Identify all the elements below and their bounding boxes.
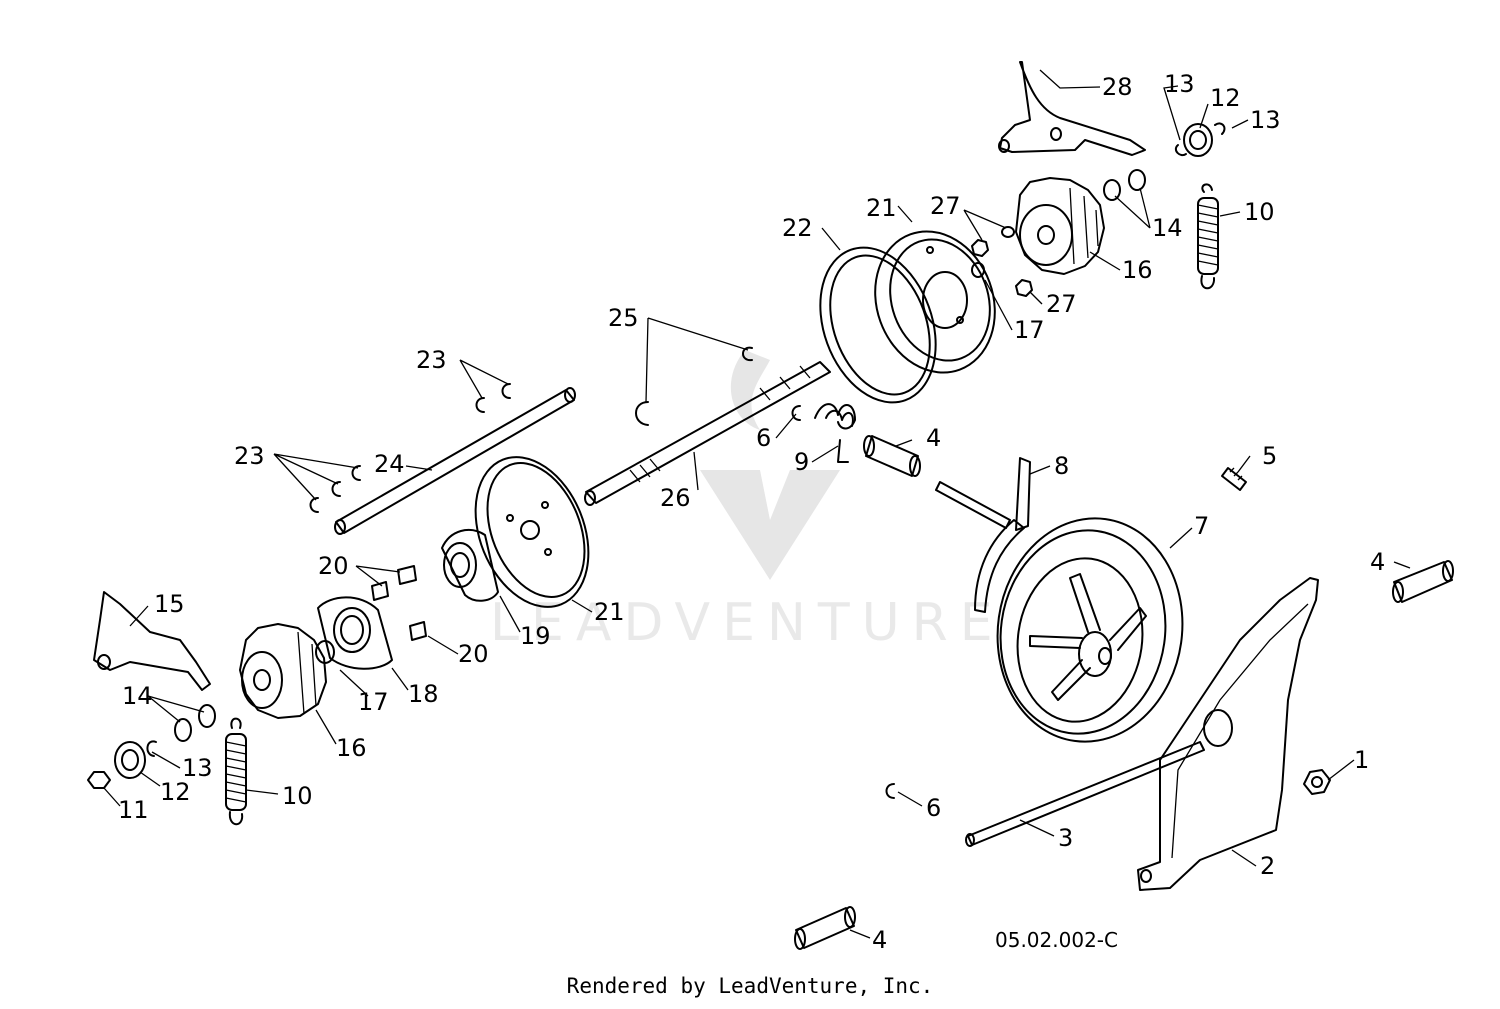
callout-9: 9	[794, 448, 809, 476]
callout-21: 21	[866, 194, 897, 222]
callout-3: 3	[1058, 824, 1073, 852]
callout-11: 11	[118, 796, 149, 824]
watermark-logo	[700, 350, 840, 580]
callout-13: 13	[182, 754, 213, 782]
part-18-bearing-plate	[317, 596, 393, 670]
callout-22: 22	[782, 214, 813, 242]
part-14-washers-top	[1103, 169, 1146, 201]
part-21-pulley-mid	[474, 456, 590, 608]
part-26-shaft	[584, 361, 831, 506]
callout-23: 23	[234, 442, 265, 470]
callout-4: 4	[926, 424, 941, 452]
callout-labels: 28 13 12 13 14 10 21 27 22 16 27 17 25 2…	[118, 70, 1385, 954]
part-4-spacer-center	[863, 435, 921, 477]
part-4-spacer-right	[1392, 560, 1454, 603]
callout-24: 24	[374, 450, 405, 478]
callout-6: 6	[926, 794, 941, 822]
callout-13: 13	[1164, 70, 1195, 98]
part-8-lever	[935, 457, 1031, 613]
callout-14: 14	[1152, 214, 1183, 242]
callout-12: 12	[1210, 84, 1241, 112]
callout-12: 12	[160, 778, 191, 806]
part-11-nut-left	[87, 771, 111, 789]
part-19-hub	[441, 528, 499, 602]
callout-27: 27	[930, 192, 961, 220]
callout-10: 10	[282, 782, 313, 810]
part-2-plate	[1137, 577, 1319, 891]
callout-27: 27	[1046, 290, 1077, 318]
part-24-rod	[334, 387, 576, 535]
callout-15: 15	[154, 590, 185, 618]
callout-4: 4	[872, 926, 887, 954]
part-5-spring	[1221, 467, 1247, 491]
part-9-spring	[814, 403, 856, 463]
part-28-bracket	[998, 61, 1146, 156]
part-4-spacer-bottom	[794, 906, 856, 950]
watermark-text: LEADVENTURE	[490, 593, 1005, 653]
callout-8: 8	[1054, 452, 1069, 480]
part-15-bracket	[93, 591, 211, 691]
part-16-gear-top	[1015, 177, 1105, 275]
part-23-clips	[309, 383, 511, 513]
part-7-wheel	[996, 517, 1184, 743]
part-10-spring-top	[1197, 183, 1219, 290]
callout-13: 13	[1250, 106, 1281, 134]
callout-10: 10	[1244, 198, 1275, 226]
part-1-nut	[1303, 769, 1331, 795]
part-21-pulley-top	[874, 230, 996, 374]
part-25-clips	[635, 346, 753, 426]
callout-20: 20	[318, 552, 349, 580]
callout-18: 18	[408, 680, 439, 708]
part-20-pins	[371, 565, 427, 641]
callout-20: 20	[458, 640, 489, 668]
callout-14: 14	[122, 682, 153, 710]
part-3-pin	[965, 741, 1205, 847]
callout-26: 26	[660, 484, 691, 512]
part-12-bearing-left	[114, 740, 157, 779]
callout-25: 25	[608, 304, 639, 332]
callout-5: 5	[1262, 442, 1277, 470]
part-6-clip-lower	[885, 783, 895, 799]
part-6-clip-upper	[791, 405, 801, 421]
footer-credit: Rendered by LeadVenture, Inc.	[566, 974, 934, 998]
callout-1: 1	[1354, 746, 1369, 774]
callout-16: 16	[1122, 256, 1153, 284]
callout-28: 28	[1102, 73, 1133, 101]
callout-19: 19	[520, 622, 551, 650]
part-16-gear-mid	[239, 623, 327, 719]
part-10-spring-left	[225, 717, 247, 826]
callout-16: 16	[336, 734, 367, 762]
callout-7: 7	[1194, 512, 1209, 540]
callout-17: 17	[1014, 316, 1045, 344]
callout-4: 4	[1370, 548, 1385, 576]
leader-lines	[103, 69, 1411, 939]
callout-2: 2	[1260, 852, 1275, 880]
callout-6: 6	[756, 424, 771, 452]
part-22-ring	[819, 246, 937, 404]
callout-21: 21	[594, 598, 625, 626]
callout-17: 17	[358, 688, 389, 716]
figure-code: 05.02.002-C	[995, 928, 1118, 952]
callout-23: 23	[416, 346, 447, 374]
part-14-washers-left	[174, 704, 216, 742]
part-12-bearing-top	[1174, 122, 1226, 157]
